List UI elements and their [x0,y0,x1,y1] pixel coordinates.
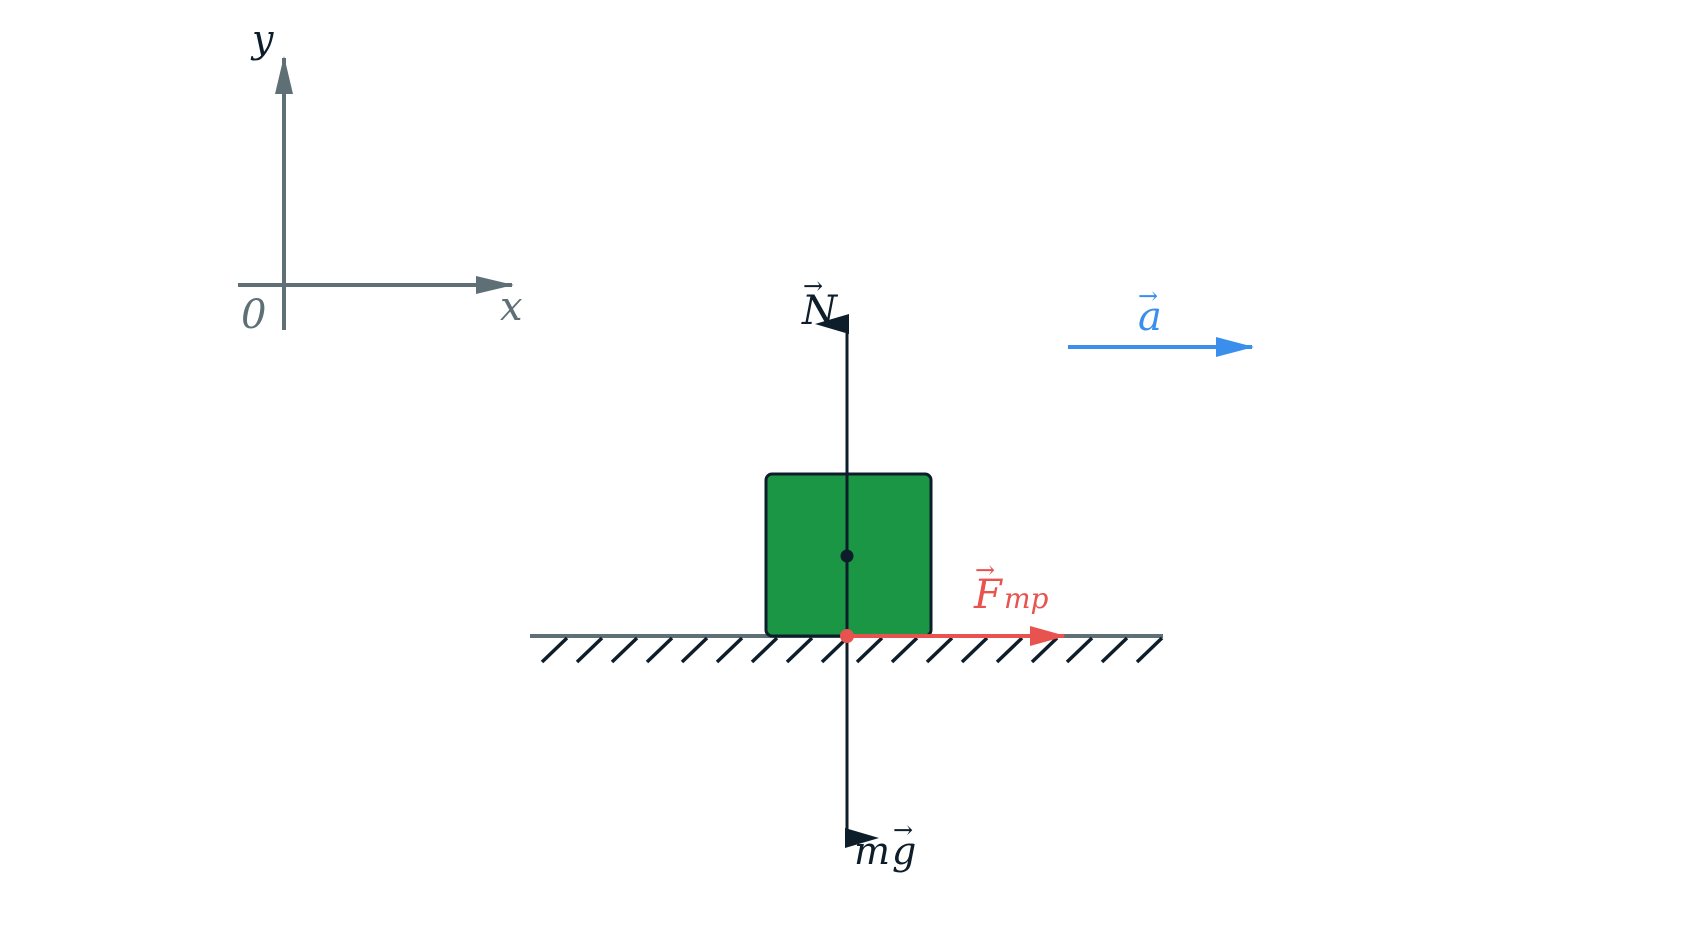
gravity-force-label: m → g [854,816,916,873]
gravity-force-letter: g [892,829,916,873]
vector-arrow-glyph: → [975,556,995,584]
acceleration-letter: a [1138,294,1162,340]
contact-point [840,629,854,643]
x-axis-label: x [500,284,523,330]
center-of-mass-point [840,549,854,563]
friction-force-subscript: mp [1004,582,1049,615]
gravity-force-mass: m [854,829,890,873]
coordinate-axes: y x 0 [238,17,523,338]
friction-force-label: → F mp [973,556,1049,618]
vector-arrow-glyph: → [803,272,823,300]
acceleration-label: → a [1138,282,1162,340]
y-axis-label: y [250,17,274,61]
friction-force-letter: F [973,572,1003,618]
origin-label: 0 [241,292,266,338]
normal-force-letter: N [801,288,839,334]
normal-force-label: → N [801,272,839,334]
ground-hatching [540,636,1164,664]
vector-arrow-glyph: → [893,816,913,844]
vector-arrow-glyph: → [1138,282,1158,310]
